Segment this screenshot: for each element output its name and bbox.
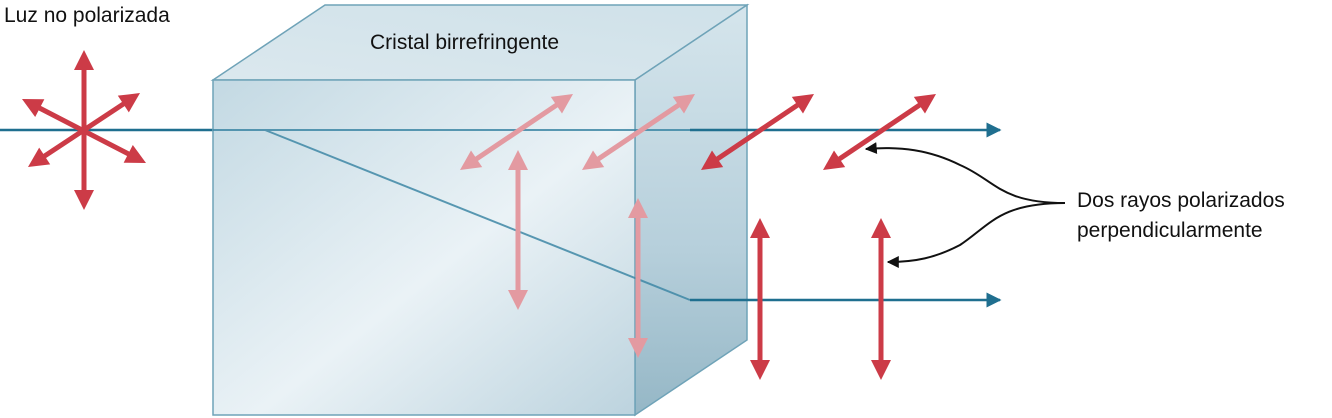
extraordinary-ray-internal: [264, 129, 691, 301]
polarized-rays-label-line1: Dos rayos polarizados: [1077, 189, 1285, 212]
faded-diagonal-arrow-2: [582, 94, 695, 170]
polarization-arrow-diagonal-2: [823, 94, 936, 170]
internal-beams: [213, 129, 691, 301]
external-polarization-arrows: [701, 94, 936, 380]
unpolarized-light-label: Luz no polarizada: [4, 4, 170, 27]
faded-diagonal-arrow-1: [460, 94, 573, 170]
internal-polarization-arrows: [460, 94, 695, 358]
crystal-label: Cristal birrefringente: [370, 31, 559, 54]
faded-vertical-arrow-1: [508, 150, 528, 310]
crystal-front-face: [212, 79, 636, 416]
birefringent-crystal: [210, 3, 750, 417]
polarization-arrow-vertical-2: [871, 218, 891, 380]
pointer-curve-lower: [886, 202, 1066, 268]
polarized-rays-label-line2: perpendicularmente: [1077, 219, 1263, 242]
pointer-curve-upper: [864, 142, 1066, 204]
faded-vertical-arrow-2: [628, 198, 648, 358]
star-arrow-diagonal-b: [28, 93, 140, 167]
unpolarized-light-symbol: [22, 50, 146, 210]
polarization-arrow-vertical-1: [750, 218, 770, 380]
polarization-arrow-diagonal-1: [701, 94, 814, 170]
